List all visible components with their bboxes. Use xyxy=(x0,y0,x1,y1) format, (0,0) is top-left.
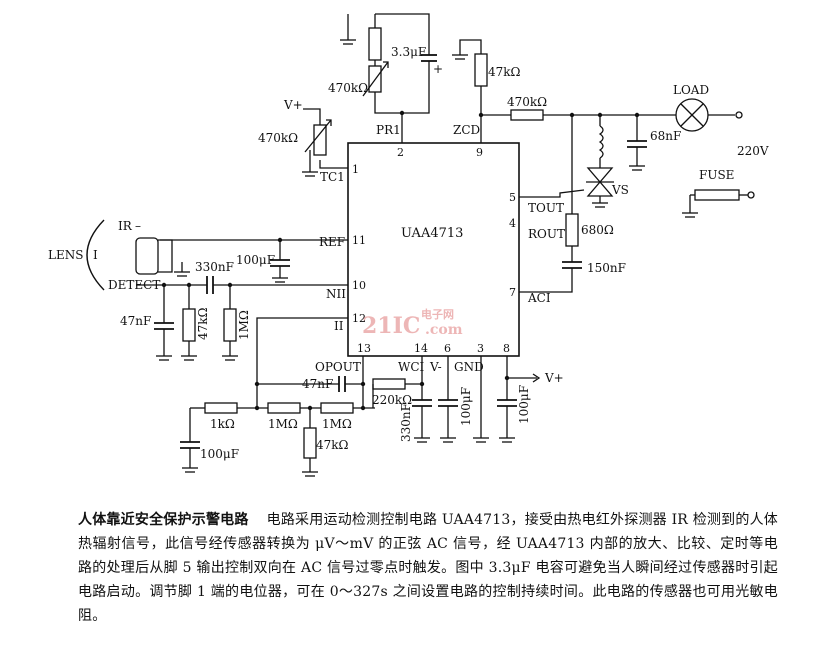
label-cap-ref: 100μF xyxy=(236,253,275,267)
label-res-47k-bot: 47kΩ xyxy=(316,438,349,452)
svg-text:1: 1 xyxy=(352,163,359,176)
svg-text:9: 9 xyxy=(476,146,483,159)
label-res-1m-a: 1MΩ xyxy=(268,417,298,431)
svg-text:14: 14 xyxy=(414,342,428,355)
label-vplus-top: V+ xyxy=(283,98,303,112)
resistor-47k-bot xyxy=(303,427,317,459)
label-pot-tc: 470kΩ xyxy=(258,131,298,145)
label-res-47k-left: 47kΩ xyxy=(196,307,210,340)
resistor-top xyxy=(368,27,382,61)
ir-sensor xyxy=(135,237,159,275)
label-aci: ACI xyxy=(527,291,551,305)
svg-text:5: 5 xyxy=(509,191,516,204)
label-ii: II xyxy=(334,319,344,333)
circuit-diagram: 21IC 电子网 .com UAA4713 PR1 ZCD TC1 REF NI… xyxy=(48,13,769,477)
svg-text:–: – xyxy=(135,219,141,233)
label-cap-330-wci: 330nF xyxy=(399,403,413,442)
resistor-1m-a xyxy=(267,402,301,414)
label-pot-top: 470kΩ xyxy=(328,81,368,95)
label-tc1: TC1 xyxy=(320,170,345,184)
svg-text:12: 12 xyxy=(352,312,366,325)
label-rout: ROUT xyxy=(528,227,565,241)
caption: 人体靠近安全保护示警电路电路采用运动检测控制电路 UAA4713，接受由热电红外… xyxy=(78,508,778,628)
resistor-1m-b xyxy=(320,402,354,414)
label-cap-100-bot: 100μF xyxy=(200,447,239,461)
label-load: LOAD xyxy=(673,83,709,97)
ic-body xyxy=(347,142,520,357)
resistor-series xyxy=(510,109,544,121)
svg-text:电子网: 电子网 xyxy=(421,307,454,321)
label-mains: 220V xyxy=(737,144,769,158)
label-res-zcd: 47kΩ xyxy=(488,65,521,79)
pot-top xyxy=(368,65,382,93)
label-pr1: PR1 xyxy=(376,123,401,137)
label-detect: DETECT xyxy=(108,278,160,292)
svg-text:3: 3 xyxy=(477,342,484,355)
caption-body: 电路采用运动检测控制电路 UAA4713，接受由热电红外探测器 IR 检测到的人… xyxy=(78,512,778,624)
resistor-47k-left xyxy=(182,308,196,342)
svg-text:6: 6 xyxy=(444,342,451,355)
svg-text:21IC: 21IC xyxy=(362,313,420,339)
label-cap-330: 330nF xyxy=(195,260,234,274)
label-cap-47n-left: 47nF xyxy=(120,314,151,328)
svg-text:2: 2 xyxy=(397,146,404,159)
svg-text:I: I xyxy=(93,248,98,262)
label-res-1m-left: 1MΩ xyxy=(237,310,251,340)
svg-text:13: 13 xyxy=(357,342,371,355)
plus-sign: + xyxy=(433,62,443,76)
label-res-series: 470kΩ xyxy=(507,95,547,109)
svg-text:.com: .com xyxy=(425,322,463,338)
label-triac: VS xyxy=(611,183,629,197)
resistor-680 xyxy=(565,213,579,247)
svg-text:8: 8 xyxy=(503,342,510,355)
label-res-220k: 220kΩ xyxy=(372,393,412,407)
svg-text:7: 7 xyxy=(509,286,516,299)
caption-title: 人体靠近安全保护示警电路 xyxy=(78,512,249,528)
label-res-680: 680Ω xyxy=(581,223,614,237)
label-lens: LENS xyxy=(48,248,83,262)
svg-text:10: 10 xyxy=(352,279,366,292)
pot-tc xyxy=(313,124,327,156)
label-ref: REF xyxy=(319,235,345,249)
label-vplus-right: V+ xyxy=(544,371,564,385)
label-gnd: GND xyxy=(454,360,484,374)
resistor-1m-left xyxy=(223,308,237,342)
label-res-1k: 1kΩ xyxy=(210,417,235,431)
label-res-1m-b: 1MΩ xyxy=(322,417,352,431)
label-nii: NII xyxy=(326,287,346,301)
label-wci: WCI xyxy=(398,360,425,374)
label-cap-150: 150nF xyxy=(587,261,626,275)
chip-name: UAA4713 xyxy=(401,226,463,241)
label-vminus: V- xyxy=(429,360,442,374)
resistor-1k xyxy=(204,402,238,414)
label-cap-top: 3.3μF xyxy=(391,45,426,59)
label-cap-100-vm: 100μF xyxy=(459,387,473,426)
label-sensor: IR xyxy=(118,219,133,233)
resistor-zcd xyxy=(474,53,488,87)
label-cap-47n-fb: 47nF xyxy=(302,377,333,391)
junction-dots xyxy=(161,110,640,411)
label-cap-100-p8: 100μF xyxy=(517,385,531,424)
label-tout: TOUT xyxy=(528,201,564,215)
svg-text:4: 4 xyxy=(509,217,516,230)
resistor-220k xyxy=(372,378,406,390)
label-zcd: ZCD xyxy=(453,123,480,137)
svg-text:11: 11 xyxy=(352,234,366,247)
label-opout: OPOUT xyxy=(315,360,361,374)
label-fuse: FUSE xyxy=(699,168,734,182)
watermark-logo: 21IC 电子网 .com xyxy=(362,307,463,339)
label-cap-68: 68nF xyxy=(650,129,681,143)
fuse-element xyxy=(694,189,740,201)
